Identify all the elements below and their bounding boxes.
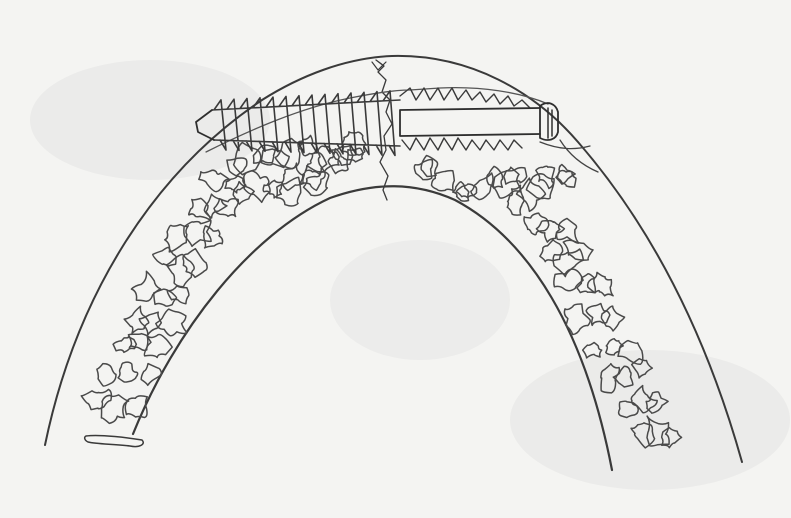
trabecula-left	[141, 364, 161, 386]
trabecula-left	[113, 337, 136, 353]
trabecula-left	[131, 271, 160, 301]
trabecula-left	[124, 306, 149, 333]
trabecula-right	[601, 306, 624, 331]
trabecula-left	[189, 198, 211, 220]
trabecula-left	[204, 226, 223, 248]
trabecula-left	[166, 255, 194, 287]
trabecula-right	[524, 213, 549, 235]
trabecula-right	[507, 185, 524, 215]
screw-head-slot	[548, 108, 552, 138]
trabecula-right	[540, 240, 563, 262]
cortical-fragment	[85, 435, 144, 446]
trabecula-right	[421, 156, 437, 177]
trabecula-left	[154, 289, 177, 306]
fracture-line	[376, 60, 392, 200]
trabecula-left	[183, 249, 207, 278]
trabecula-left	[97, 364, 116, 387]
trabecula-left	[184, 220, 211, 246]
trabecula-right	[471, 173, 493, 200]
trabecula-right	[536, 166, 555, 188]
trabecula-right	[504, 168, 527, 184]
paper-smudges	[30, 60, 790, 490]
trabecula-left	[81, 389, 111, 409]
trabecula-left	[101, 395, 128, 424]
screw-shank	[400, 108, 540, 136]
trabecula-left	[167, 286, 189, 304]
trabecula-left	[214, 199, 238, 217]
trabecula-left	[118, 362, 138, 382]
serrated-bone-edge-top	[400, 88, 530, 108]
trabecula-right	[557, 218, 579, 243]
serrated-bone-edge-bottom	[402, 138, 522, 150]
